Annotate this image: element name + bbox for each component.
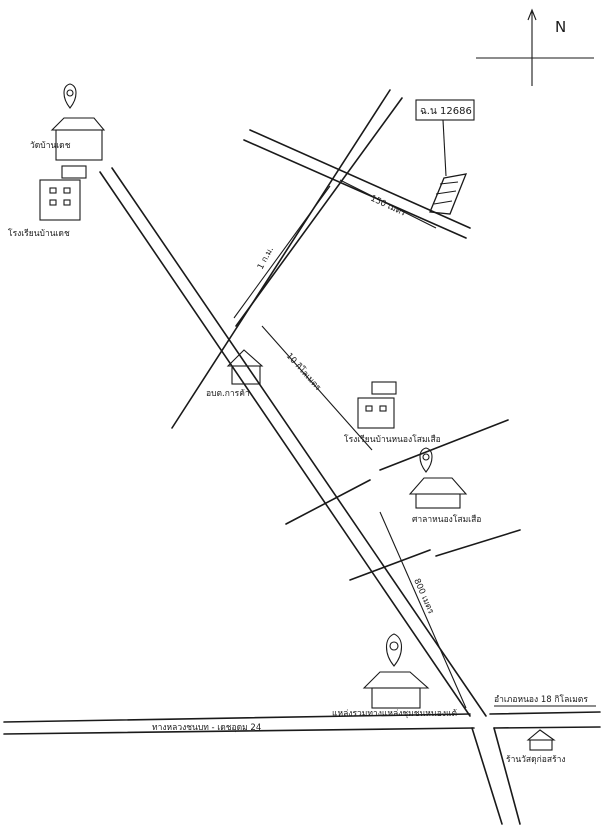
north-arrow-icon [527, 8, 537, 21]
market-label: แหล่งรวมทางแหล่งชุมชนหนองแต้ [332, 708, 457, 719]
market-roof-icon [362, 671, 430, 689]
temple-pin-icon [63, 83, 77, 109]
office-landmark: อบต.การค้า [206, 349, 264, 399]
parcel-side-road [243, 129, 471, 239]
parcel-hatched-area [429, 173, 468, 215]
temple-landmark: วัดบ้านเดช [30, 83, 106, 161]
hall-building-icon [415, 493, 461, 509]
hall-pin-icon [419, 447, 433, 473]
parcel-label-box [415, 99, 475, 121]
shop-roof-icon [526, 729, 556, 741]
parcel-marker: ฉ.น 12686 [415, 99, 475, 215]
market-building-icon [371, 687, 421, 709]
shop-landmark: ร้านวัสดุก่อสร้าง [506, 729, 566, 765]
office-building-icon [231, 365, 261, 385]
school-top-label: โรงเรียนบ้านเดช [8, 228, 70, 239]
main-road-label: ทางหลวงชนบท - เดชอุดม 24 [152, 723, 261, 733]
temple-roof-icon [50, 117, 106, 131]
horizontal-main-road [3, 711, 601, 825]
school-top-building-icon [39, 179, 81, 221]
middle-cross-road [285, 419, 509, 525]
distance-10km: 10 กิโลเมตร [261, 325, 373, 451]
school-top-flag-icon [61, 165, 87, 179]
distance-1km-label: 1 ก.ม. [256, 245, 276, 271]
parcel-label: ฉ.น 12686 [420, 106, 472, 117]
distance-800m: 800 เมตร [379, 511, 467, 709]
upper-branch-road [171, 89, 403, 429]
diagonal-main-road [99, 167, 487, 717]
market-pin-icon [385, 633, 403, 667]
school-mid-landmark: โรงเรียนบ้านหนองโสมเสือ [344, 381, 441, 445]
temple-label: วัดบ้านเดช [30, 140, 71, 151]
temple-building-icon [55, 129, 103, 161]
school-mid-label: โรงเรียนบ้านหนองโสมเสือ [344, 434, 441, 445]
hall-roof-icon [408, 477, 468, 495]
office-label: อบต.การค้า [206, 388, 250, 399]
school-mid-flag-icon [371, 381, 397, 395]
shop-building-icon [529, 739, 553, 751]
market-landmark: แหล่งรวมทางแหล่งชุมชนหนองแต้ [332, 633, 457, 719]
compass: N [476, 8, 594, 86]
school-top-landmark: โรงเรียนบ้านเดช [8, 165, 87, 239]
shop-label: ร้านวัสดุก่อสร้าง [506, 754, 566, 765]
compass-north-label: N [555, 18, 566, 36]
school-mid-building-icon [357, 397, 395, 429]
hall-label: ศาลาหนองโสมเสือ [412, 514, 481, 525]
district-label: อำเภอหนอง 18 กิโลเมตร [494, 694, 588, 705]
distance-150m: 150 เมตร [339, 179, 437, 229]
lower-cross-road [349, 529, 521, 581]
distance-1km: 1 ก.ม. [233, 185, 331, 319]
hall-landmark: ศาลาหนองโสมเสือ [408, 447, 481, 525]
distance-10km-label: 10 กิโลเมตร [284, 351, 324, 394]
parcel-pointer [442, 119, 447, 177]
